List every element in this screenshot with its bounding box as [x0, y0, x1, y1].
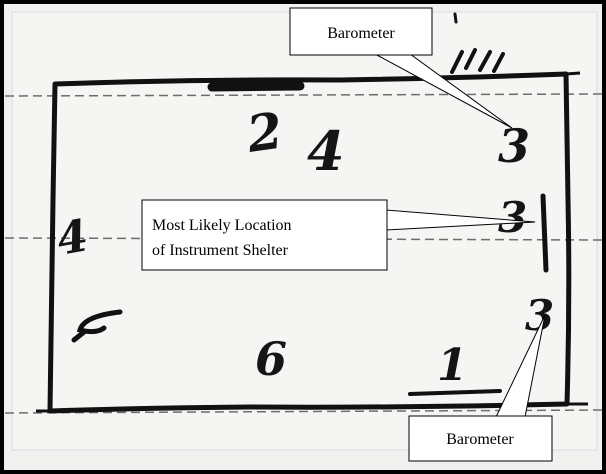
- guide-line-bottom: [4, 409, 605, 414]
- hand-number: 6: [255, 332, 287, 386]
- guide-line-top: [4, 93, 605, 97]
- underline-mark: [408, 389, 502, 396]
- hand-number: 5: [74, 303, 103, 352]
- top-ink-dot: [453, 12, 458, 24]
- hand-number: 3: [498, 193, 527, 242]
- outline-bottom-extension: [36, 402, 588, 413]
- callout-label-shelter-line-1: Most Likely Location: [152, 217, 292, 234]
- top-ink-mark: [450, 48, 505, 74]
- right-vertical-mark: [540, 193, 549, 273]
- left-arrow-scribble: [71, 309, 123, 343]
- hand-number: 1: [437, 340, 468, 391]
- outline-right-extension: [565, 71, 581, 76]
- outline-top-thick-segment: [207, 81, 305, 92]
- callout-box-barometer-top: [289, 7, 433, 56]
- hand-number: 2: [242, 101, 286, 164]
- hand-number: 3: [498, 119, 530, 173]
- callout-label-barometer-top: Barometer: [327, 25, 395, 42]
- callout-label-shelter-line-2: of Instrument Shelter: [152, 242, 289, 259]
- callout-box-shelter: [141, 199, 388, 271]
- hand-number: 4: [307, 119, 345, 183]
- callout-label-barometer-bottom: Barometer: [446, 431, 514, 448]
- callout-box-barometer-bottom: [408, 415, 553, 462]
